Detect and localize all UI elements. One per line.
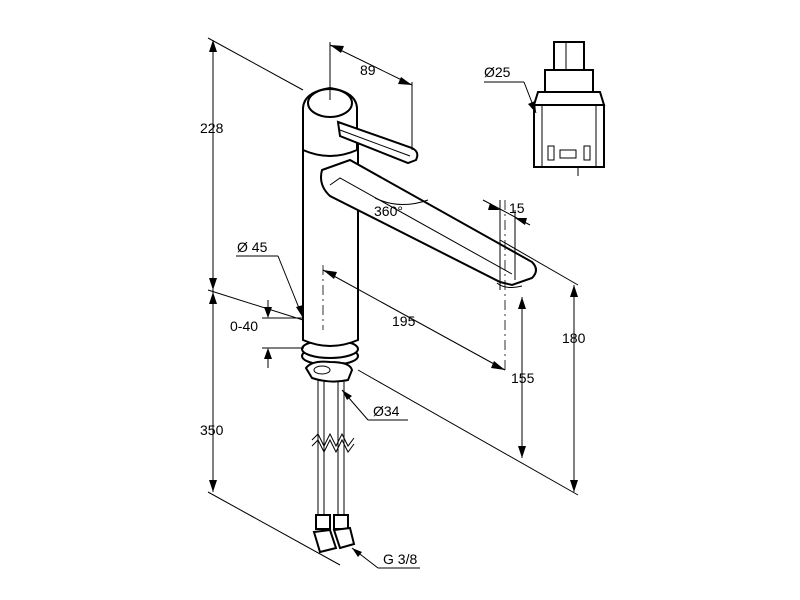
dimension-labels: 89 228 360° 15 Ø 45 0-40 195 180 155 Ø34… <box>200 62 586 567</box>
cartridge-detail <box>532 41 606 176</box>
dim-155: 155 <box>511 370 535 386</box>
dim-15: 15 <box>509 200 525 216</box>
dimension-lines <box>207 37 579 569</box>
dim-45: Ø 45 <box>237 239 268 255</box>
dim-350: 350 <box>200 422 224 438</box>
dim-25: Ø25 <box>484 64 511 80</box>
dim-228: 228 <box>200 120 224 136</box>
dim-195: 195 <box>392 313 416 329</box>
dim-360: 360° <box>374 203 403 219</box>
dim-0-40: 0-40 <box>230 318 258 334</box>
dim-180: 180 <box>562 330 586 346</box>
dim-34: Ø34 <box>373 403 400 419</box>
faucet-body <box>301 86 537 554</box>
dim-89: 89 <box>360 62 376 78</box>
dim-g38: G 3/8 <box>383 551 417 567</box>
